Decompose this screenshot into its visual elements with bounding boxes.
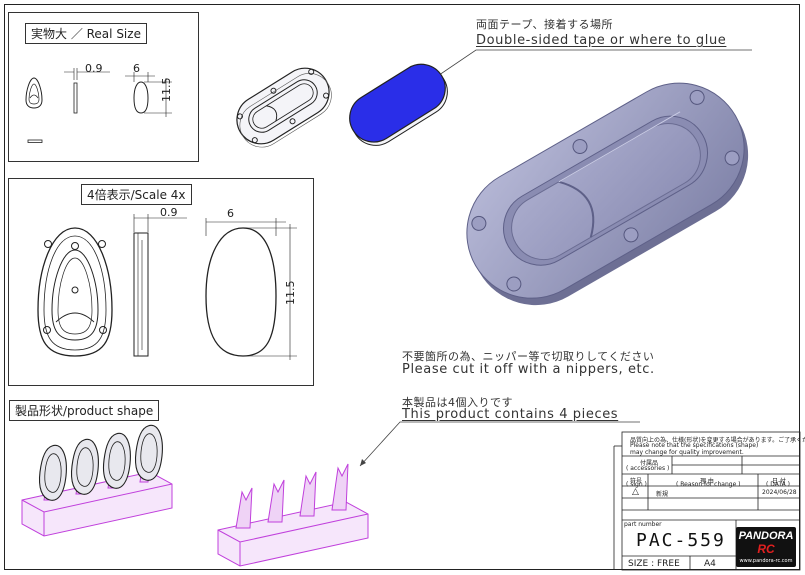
tb-rev-reason: 新規 — [656, 491, 669, 498]
tb-rev-date: 2024/06/28 — [762, 489, 797, 496]
real-dim-thickness: 0.9 — [85, 62, 103, 75]
real-size-front-view — [25, 77, 43, 109]
title-block — [613, 431, 801, 571]
real-size-tape-edge — [27, 139, 43, 143]
tb-date-jp: 日 付 — [772, 478, 786, 485]
scale4x-dim-thickness: 0.9 — [160, 206, 178, 219]
tb-notice-en2: may change for quality improvement. — [630, 449, 744, 456]
scale4x-front-view — [37, 227, 113, 357]
tb-date-en: ( DATA ) — [766, 481, 790, 488]
runner-view — [217, 463, 369, 567]
tb-paper: A4 — [704, 559, 716, 569]
tb-sign-jp: 符号 — [630, 478, 643, 485]
drawing-sheet — [4, 4, 800, 570]
cut-note-en: Please cut it off with a nippers, etc. — [402, 362, 655, 377]
contains-note-jp: 本製品は4個入りです — [402, 396, 513, 409]
tb-part-number-label: part number — [624, 521, 662, 528]
real-dim-width: 6 — [133, 62, 140, 75]
real-size-tape-view — [133, 81, 149, 114]
tb-notice-jp: 品質向上の為、仕様(形状)を変更する場合があります。ご了承ください。 — [630, 437, 805, 444]
glue-area-view — [349, 63, 448, 146]
tb-rev-mark: △ — [632, 487, 639, 497]
contains-note-en: This product contains 4 pieces — [402, 407, 619, 422]
real-dim-height: 11.5 — [160, 78, 173, 103]
brand-name: PANDORA — [738, 530, 794, 542]
scale4x-box — [8, 178, 314, 386]
product-shape-view — [21, 424, 173, 537]
tape-note-en: Double-sided tape or where to glue — [476, 33, 727, 48]
tb-notice-en1: Please note that the specifications (sha… — [630, 442, 759, 449]
cut-note-jp: 不要箇所の為、ニッパー等で切取りしてください — [402, 350, 655, 363]
brand-sub: RC — [757, 542, 775, 556]
real-size-side-view — [73, 82, 78, 114]
tb-reason-en: ( Reason for change ) — [676, 481, 741, 488]
iso-line-part — [236, 67, 332, 148]
render-3d-part — [466, 82, 749, 306]
real-size-title: 実物大 ／ Real Size — [25, 23, 147, 44]
part-number: PAC-559 — [636, 530, 726, 551]
scale4x-dim-height: 11.5 — [284, 281, 297, 306]
real-size-box — [8, 12, 199, 162]
scale4x-title: 4倍表示/Scale 4x — [81, 184, 192, 205]
scale4x-dim-width: 6 — [227, 207, 234, 220]
brand-logo: PANDORA RC www.pandora-rc.com — [736, 527, 796, 567]
tb-size-label: SIZE : FREE — [628, 559, 680, 569]
tb-accessories-jp: 付属品 — [640, 460, 659, 467]
tape-note-jp: 両面テープ、接着する場所 — [476, 18, 614, 31]
product-shape-title: 製品形状/product shape — [9, 400, 160, 421]
scale4x-side-view — [133, 232, 149, 357]
tb-accessories-en: ( accessories ) — [626, 465, 670, 472]
scale4x-tape-view — [205, 227, 277, 357]
tb-sign-en: ( sign ) — [626, 481, 647, 488]
brand-url: www.pandora-rc.com — [739, 558, 793, 564]
tb-reason-jp: 理 由 — [700, 478, 714, 485]
